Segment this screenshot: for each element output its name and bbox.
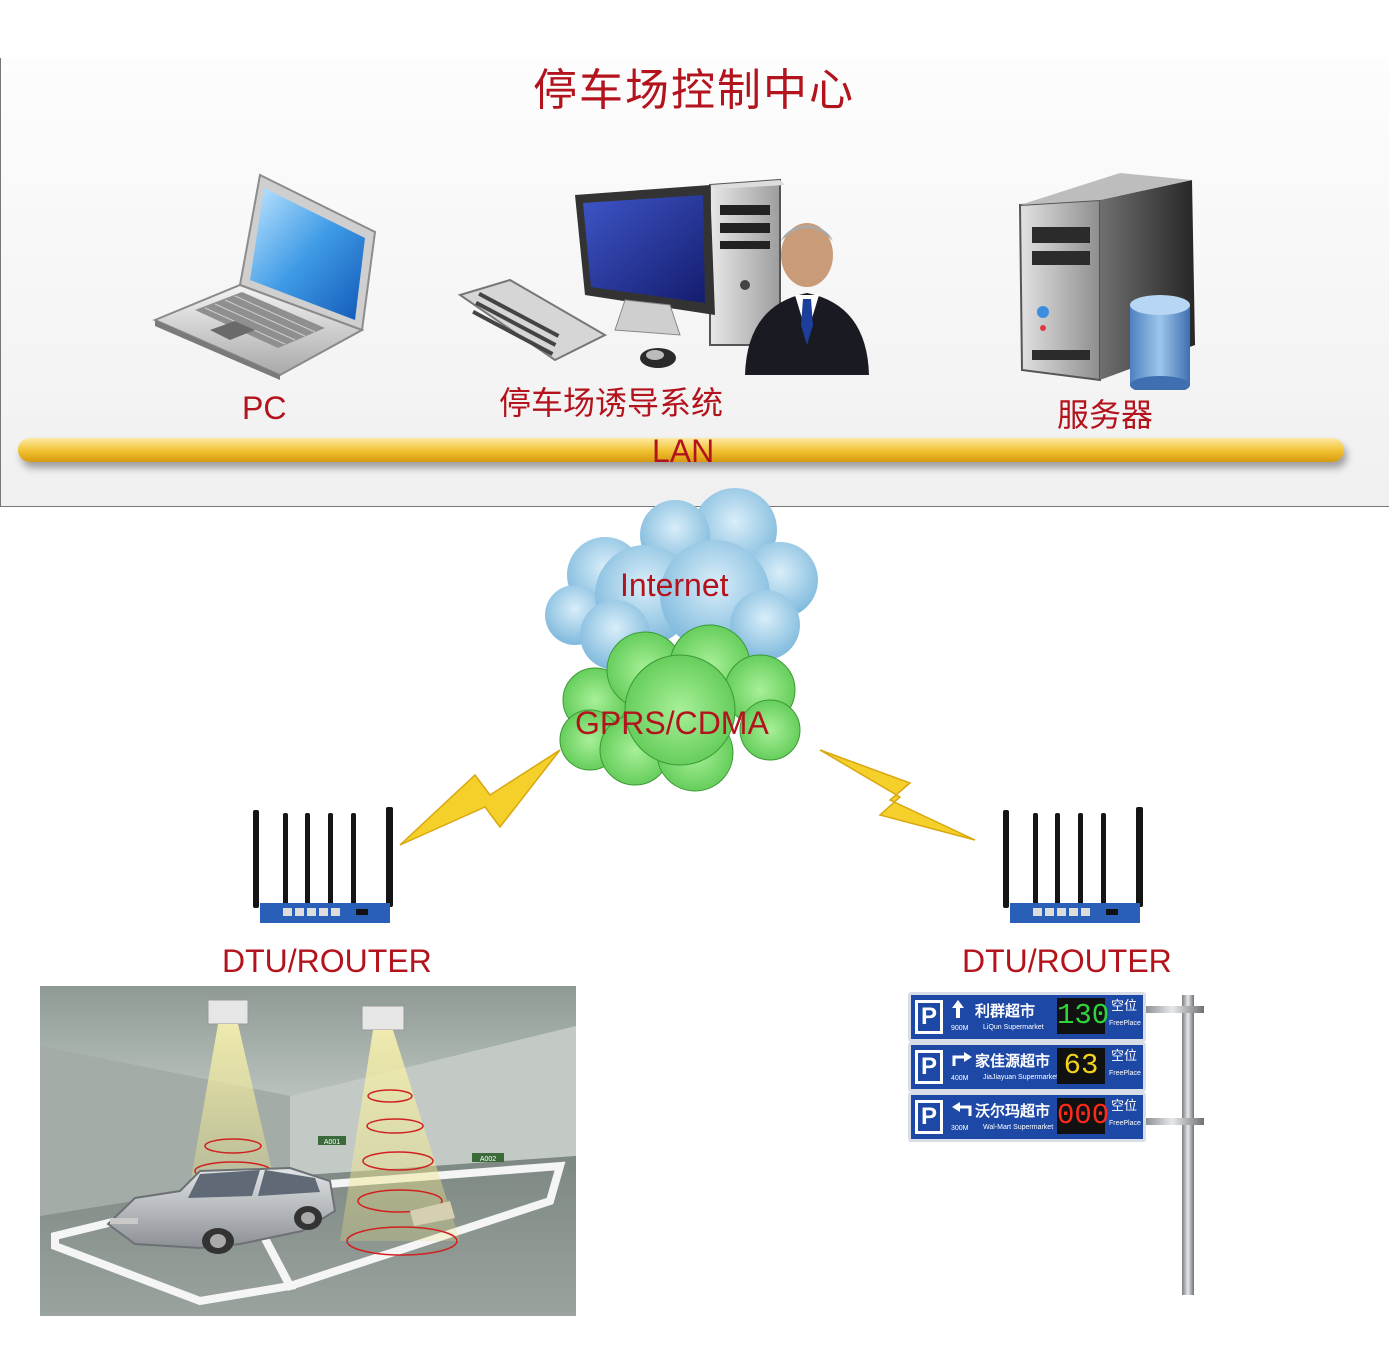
left-router-label: DTU/ROUTER xyxy=(222,943,432,979)
right-router-label: DTU/ROUTER xyxy=(962,943,1172,979)
car-icon xyxy=(106,1166,337,1254)
sign-destination-cn: 家佳源超市 xyxy=(975,1052,1051,1070)
left-lightning-icon xyxy=(399,749,561,846)
sign-pole xyxy=(1140,995,1204,1295)
left-router-icon xyxy=(253,807,393,923)
bay-label-a001: A001 xyxy=(324,1139,340,1146)
internet-label: Internet xyxy=(620,567,729,603)
sign-destination-en: LiQun Supermarket xyxy=(983,1024,1044,1031)
free-space-count: 130 xyxy=(1057,998,1110,1034)
server-label: 服务器 xyxy=(1057,397,1154,433)
sign-distance: 400M xyxy=(951,1075,969,1082)
free-place-label-cn: 空位 xyxy=(1110,1099,1137,1114)
pc-label: PC xyxy=(242,390,287,426)
server-icon xyxy=(1018,173,1195,390)
guidance-system-label: 停车场诱导系统 xyxy=(499,385,724,421)
free-place-label-en: FreePlace xyxy=(1109,1070,1141,1077)
sign-distance: 900M xyxy=(951,1025,969,1032)
network-clouds xyxy=(545,488,818,792)
direction-arrow-icon xyxy=(951,1099,973,1121)
gprs-cdma-label: GPRS/CDMA xyxy=(575,705,769,741)
laptop-icon xyxy=(152,173,377,380)
lan-bar xyxy=(18,438,1344,462)
right-lightning-icon xyxy=(819,749,976,841)
free-place-label-cn: 空位 xyxy=(1110,999,1137,1014)
parking-p-icon: P xyxy=(915,1000,943,1034)
gprs-cloud-icon xyxy=(559,624,801,792)
sign-destination-en: Wal-Mart Supermarket xyxy=(983,1124,1054,1131)
bay-label-a002: A002 xyxy=(480,1156,496,1163)
sign-distance: 300M xyxy=(951,1125,969,1132)
right-router-icon xyxy=(1003,807,1143,923)
sign-row: P 900M 利群超市 LiQun Supermarket 130 空位 Fre… xyxy=(908,992,1146,1042)
parking-p-icon: P xyxy=(915,1100,943,1134)
direction-arrow-icon xyxy=(951,1049,973,1071)
free-place-label-cn: 空位 xyxy=(1110,1049,1137,1064)
sign-destination-en: JiaJiayuan Supermarket xyxy=(983,1074,1059,1081)
sign-row: P 300M 沃尔玛超市 Wal-Mart Supermarket 000 空位… xyxy=(908,1092,1146,1142)
parking-p-icon: P xyxy=(915,1050,943,1084)
free-place-label-en: FreePlace xyxy=(1109,1020,1141,1027)
lan-label: LAN xyxy=(652,433,715,469)
control-center-title: 停车场控制中心 xyxy=(533,65,855,116)
sign-row: P 400M 家佳源超市 JiaJiayuan Supermarket 63 空… xyxy=(908,1042,1146,1092)
sign-destination-cn: 利群超市 xyxy=(975,1002,1036,1020)
sign-destination-cn: 沃尔玛超市 xyxy=(975,1102,1051,1120)
free-space-count: 63 xyxy=(1057,1048,1105,1084)
free-place-label-en: FreePlace xyxy=(1109,1120,1141,1127)
internet-cloud-icon xyxy=(545,488,818,670)
direction-arrow-icon xyxy=(951,999,965,1023)
person-icon xyxy=(745,223,869,375)
workstation-icon xyxy=(457,178,869,375)
parking-garage-scene: A001 A002 xyxy=(40,986,576,1316)
free-space-count: 000 xyxy=(1057,1098,1110,1134)
